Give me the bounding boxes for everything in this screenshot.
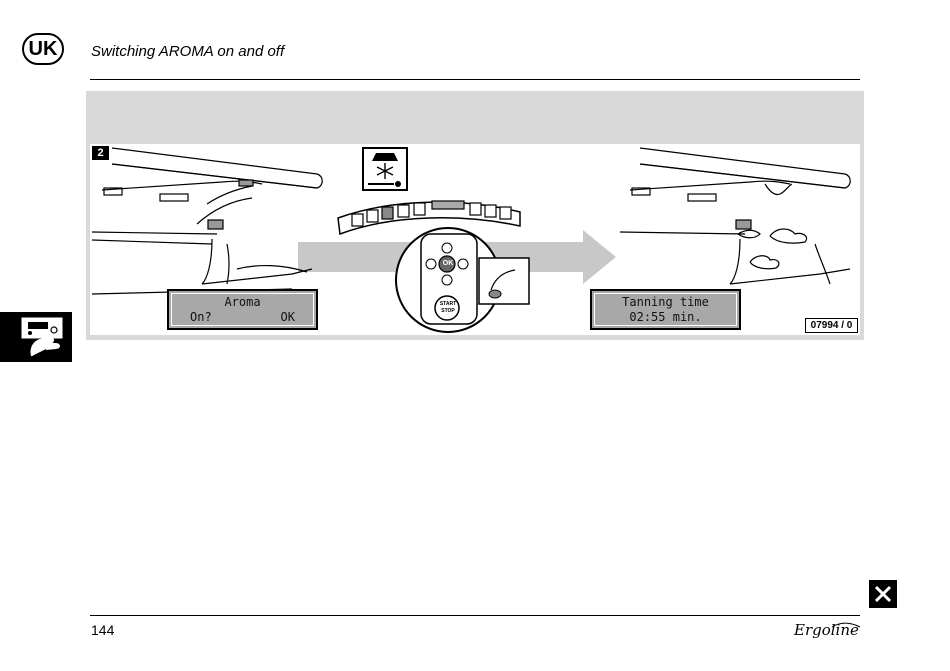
footer-divider — [90, 615, 860, 616]
header-divider — [90, 79, 860, 80]
close-button[interactable] — [869, 580, 897, 608]
aroma-icon — [362, 147, 408, 191]
brand-logo-mark: Ergoline — [793, 621, 861, 639]
brand-logo: Ergoline — [792, 617, 862, 643]
tanning-bed-left-illustration — [91, 147, 323, 295]
ok-button-label: OK — [442, 260, 454, 267]
section-side-tab — [0, 312, 72, 362]
page-number: 144 — [91, 622, 115, 638]
lcd-line1: Tanning time — [622, 295, 709, 309]
lcd-line1: Aroma — [224, 295, 261, 309]
step-number-badge: 2 — [92, 146, 109, 160]
lcd-display-aroma: Aroma On? OK — [167, 289, 318, 330]
svg-text:Ergoline: Ergoline — [793, 621, 859, 639]
language-badge: UK — [22, 33, 64, 65]
lcd-line2: 02:55 min. — [629, 310, 702, 324]
control-panel-zoom — [395, 227, 530, 333]
stop-button-label: STOP — [441, 308, 455, 314]
lcd-display-tanning-time: Tanning time 02:55 min. — [590, 289, 741, 330]
control-button-bar — [337, 200, 521, 236]
tanning-bed-right-illustration — [619, 147, 851, 285]
page-title: Switching AROMA on and off — [91, 43, 285, 60]
hand-control-icon — [21, 317, 63, 357]
lcd-prompt: On? — [190, 310, 212, 324]
lcd-confirm: OK — [280, 310, 295, 324]
close-icon — [874, 585, 892, 603]
start-button-label: START — [439, 301, 457, 307]
figure-reference-code: 07994 / 0 — [805, 318, 858, 333]
